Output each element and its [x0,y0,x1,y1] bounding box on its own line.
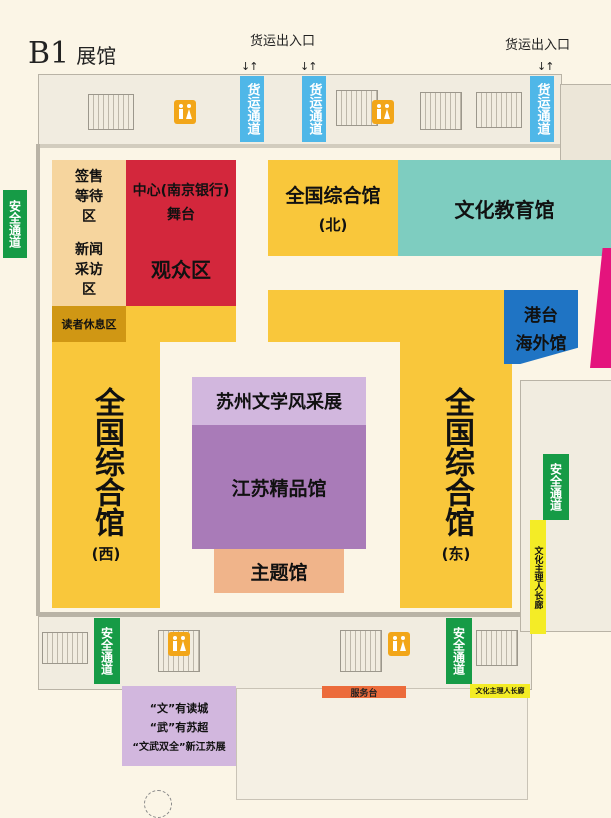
stage-label-1: 中心(南京银行) [132,183,230,199]
stairs [476,630,518,666]
reader-rest-area: 读者休息区 [52,306,126,342]
map-title-code: B1 [28,36,70,71]
suzhou-literature-label: 苏州文学风采展 [216,392,342,413]
magenta-hall-edge [590,248,611,368]
restroom-icon [372,100,394,124]
audience-label: 观众区 [151,258,211,282]
national-hall-west: 全国综合馆 (西) [52,342,160,608]
cargo-entrance-label-1: 货运出入口 [250,34,316,49]
culture-curator-corridor: 文化主理人长廊 [530,520,546,634]
hk-tw-label-2: 海外馆 [515,333,567,354]
press-area-label: 新闻采访区 [75,242,103,298]
culture-education-hall: 文化教育馆 [398,160,611,256]
center-stage: 中心(南京银行) 舞台 观众区 [126,160,236,306]
exhibit-line-2: “武”有苏超 [149,720,209,734]
national-east-sub: (东) [441,544,471,563]
national-north-sub: (北) [318,216,348,234]
stairs [42,632,88,664]
signing-waiting-label: 签售等待区 [75,169,103,225]
signing-waiting-area: 签售等待区 [52,160,126,234]
national-hall-north: 全国综合馆 (北) [268,160,398,256]
building-right-wing [560,84,611,162]
culture-education-label: 文化教育馆 [454,197,555,222]
up-down-arrow-icon: ↓↑ [537,60,554,73]
jiangsu-boutique-hall: 江苏精品馆 [192,425,366,549]
theme-hall: 主题馆 [214,549,344,593]
wall-line [36,144,40,614]
exhibit-line-1: “文”有读城 [149,701,209,715]
restroom-icon [388,632,410,656]
cargo-channel-1: 货运通道 [240,76,264,142]
restroom-icon [174,100,196,124]
stairs [476,92,522,128]
national-east-title: 全国综合馆 [439,386,474,537]
safety-exit-left: 安全通道 [3,190,27,258]
lower-right-structure [236,688,528,800]
suzhou-literature-exhibit: 苏州文学风采展 [192,377,366,425]
jiangsu-boutique-label: 江苏精品馆 [231,477,327,500]
service-desk-label: 服务台 [350,688,378,699]
safety-exit-bottom-left: 安全通道 [94,618,120,684]
cargo-channel-3: 货运通道 [530,76,554,142]
corridor-bottom-label: 文化主理人长廊 [475,687,525,695]
hk-tw-label-1: 港台 [524,305,558,326]
national-west-connector [126,306,236,342]
up-down-arrow-icon: ↓↑ [300,60,317,73]
national-west-title: 全国综合馆 [89,386,124,537]
national-hall-east: 全国综合馆 (东) [400,342,512,608]
national-east-connector [268,290,504,342]
restroom-icon [168,632,190,656]
cargo-channel-2: 货运通道 [302,76,326,142]
service-desk: 服务台 [322,686,406,699]
landscape-circle [144,790,172,818]
press-area: 新闻采访区 [52,234,126,306]
wall-line [36,612,530,616]
stairs [88,94,134,130]
exhibit-line-3: “文武双全”新江苏展 [132,741,226,753]
wall-line [38,144,560,148]
stairs [340,630,382,672]
culture-curator-corridor-bottom: 文化主理人长廊 [470,684,530,698]
theme-hall-label: 主题馆 [250,561,308,584]
up-down-arrow-icon: ↓↑ [241,60,258,73]
wenwu-jiangsu-exhibit: “文”有读城 “武”有苏超 “文武双全”新江苏展 [122,686,236,766]
cargo-entrance-label-2: 货运出入口 [505,38,571,53]
national-west-sub: (西) [91,544,121,563]
hk-tw-overseas-hall: 港台 海外馆 [504,290,578,364]
stairs [420,92,462,130]
map-title: B1 展馆 [28,36,116,71]
map-title-label: 展馆 [76,44,117,68]
stage-label-2: 舞台 [167,207,195,223]
safety-exit-right: 安全通道 [543,454,569,520]
reader-rest-label: 读者休息区 [61,318,117,331]
national-north-title: 全国综合馆 [285,185,381,207]
safety-exit-bottom-right: 安全通道 [446,618,472,684]
stairs [336,90,378,126]
